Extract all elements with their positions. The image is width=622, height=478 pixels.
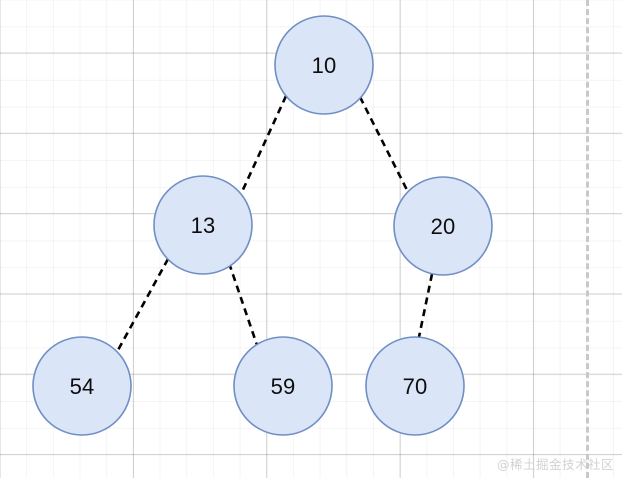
node-circle-54[interactable]	[32, 336, 132, 436]
edge-20-70	[417, 273, 434, 338]
edge-group	[115, 95, 434, 353]
edge-13-59	[227, 262, 260, 349]
page-boundary-guide	[586, 0, 589, 478]
node-circle-70[interactable]	[365, 336, 465, 436]
edge-10-20	[358, 96, 411, 195]
node-circle-20[interactable]	[393, 176, 493, 276]
edge-10-13	[239, 95, 288, 195]
node-circle-59[interactable]	[233, 336, 333, 436]
edge-13-54	[115, 258, 170, 353]
node-circle-10[interactable]	[274, 15, 374, 115]
node-circle-13[interactable]	[153, 175, 253, 275]
watermark-text: @稀土掘金技术社区	[496, 457, 614, 472]
node-group	[32, 15, 493, 436]
